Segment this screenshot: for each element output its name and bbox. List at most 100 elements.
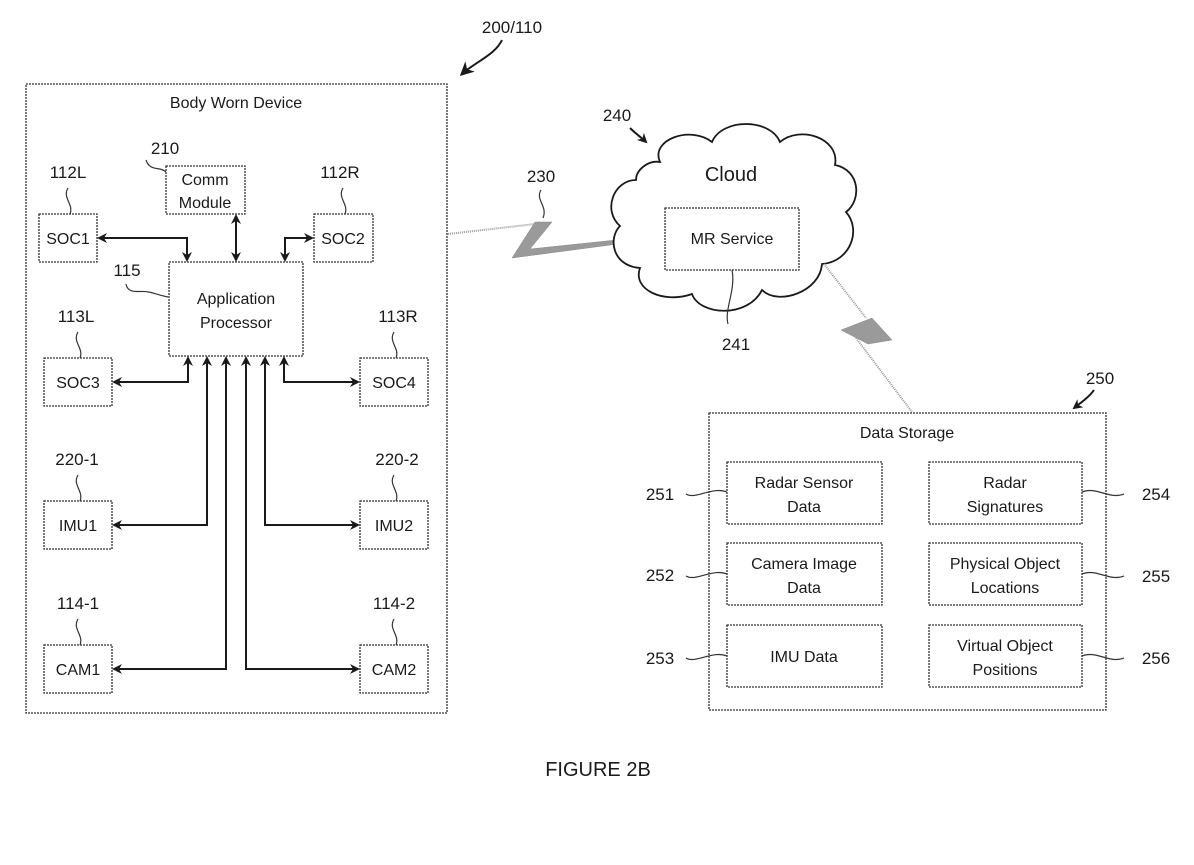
imu1-box bbox=[43, 500, 113, 550]
lightning-bolt-230 bbox=[511, 221, 619, 259]
ref-256: 256 bbox=[1142, 649, 1170, 668]
lead-252 bbox=[685, 572, 728, 578]
virtual-object-positions-line2: Positions bbox=[973, 662, 1038, 679]
ref-220-1: 220-1 bbox=[55, 450, 98, 469]
wireless-link-cloud-lower bbox=[855, 337, 913, 413]
lead-115 bbox=[125, 283, 169, 298]
radar-signatures-line2: Signatures bbox=[967, 499, 1044, 516]
radar-signatures-line1: Radar bbox=[983, 475, 1027, 492]
soc1-box bbox=[38, 213, 98, 263]
lead-112L bbox=[65, 187, 72, 215]
application-processor-box bbox=[168, 261, 304, 357]
lead-251 bbox=[685, 490, 728, 496]
soc2-box bbox=[313, 213, 374, 263]
soc3-label: SOC3 bbox=[56, 375, 100, 392]
imu1-label: IMU1 bbox=[59, 518, 97, 535]
radar-sensor-data-box bbox=[726, 461, 883, 525]
soc4-box bbox=[359, 357, 429, 407]
radar-sensor-data-line1: Radar Sensor bbox=[755, 475, 854, 492]
camera-image-data-line2: Data bbox=[787, 580, 821, 597]
comm-module-line1: Comm bbox=[181, 172, 228, 189]
application-processor-line1: Application bbox=[197, 291, 275, 308]
storage-item-256: Virtual Object Positions 256 bbox=[928, 624, 1170, 688]
soc1-label: SOC1 bbox=[46, 231, 90, 248]
physical-object-locations-line2: Locations bbox=[971, 580, 1040, 597]
cam1-box bbox=[43, 644, 113, 694]
mr-service-label: MR Service bbox=[691, 231, 774, 248]
wire-soc4-ap bbox=[279, 356, 300, 383]
storage-item-254: Radar Signatures 254 bbox=[928, 461, 1170, 525]
lead-220-1 bbox=[75, 474, 82, 502]
lead-210 bbox=[145, 159, 167, 173]
wire-soc2-ap bbox=[280, 237, 300, 262]
lead-254 bbox=[1081, 490, 1125, 496]
ref-254: 254 bbox=[1142, 485, 1170, 504]
storage-item-252: 252 Camera Image Data bbox=[646, 542, 883, 606]
mr-service-box bbox=[664, 207, 800, 271]
lead-113R bbox=[391, 331, 398, 359]
virtual-object-positions-line1: Virtual Object bbox=[957, 638, 1053, 655]
lead-256 bbox=[1081, 654, 1125, 660]
ref-112L: 112L bbox=[50, 163, 87, 182]
cloud-title: Cloud bbox=[705, 164, 757, 186]
radar-signatures-box bbox=[928, 461, 1083, 525]
ref-241: 241 bbox=[722, 335, 750, 354]
virtual-object-positions-box bbox=[928, 624, 1083, 688]
soc2-label: SOC2 bbox=[321, 231, 365, 248]
camera-image-data-line1: Camera Image bbox=[751, 556, 857, 573]
cam1-label: CAM1 bbox=[56, 662, 101, 679]
lead-241 bbox=[726, 269, 734, 325]
ref-115: 115 bbox=[113, 261, 140, 280]
cam2-box bbox=[359, 644, 429, 694]
physical-object-locations-line1: Physical Object bbox=[950, 556, 1061, 573]
imu-data-label: IMU Data bbox=[770, 649, 838, 666]
ref-arrow-250 bbox=[1072, 389, 1095, 410]
ref-arrow-240 bbox=[629, 127, 648, 144]
storage-item-251: 251 Radar Sensor Data bbox=[646, 461, 883, 525]
ref-arrow-200 bbox=[459, 39, 503, 77]
radar-sensor-data-line2: Data bbox=[787, 499, 821, 516]
body-worn-device-title: Body Worn Device bbox=[170, 95, 302, 112]
ref-255: 255 bbox=[1142, 567, 1170, 586]
ref-114-2: 114-2 bbox=[373, 594, 415, 613]
lead-113L bbox=[75, 331, 82, 359]
wire-cam1-ap bbox=[150, 356, 231, 670]
soc4-label: SOC4 bbox=[372, 375, 416, 392]
cam2-label: CAM2 bbox=[372, 662, 417, 679]
ref-220-2: 220-2 bbox=[375, 450, 418, 469]
ref-112R: 112R bbox=[320, 163, 359, 182]
figure-caption: FIGURE 2B bbox=[545, 759, 651, 781]
lead-112R bbox=[340, 187, 347, 215]
storage-item-255: Physical Object Locations 255 bbox=[928, 542, 1170, 606]
wire-soc3-ap bbox=[140, 356, 193, 383]
ref-240: 240 bbox=[603, 106, 631, 125]
ref-230: 230 bbox=[527, 167, 555, 186]
ref-210: 210 bbox=[151, 139, 179, 158]
lead-114-1 bbox=[75, 618, 82, 646]
ref-250: 250 bbox=[1086, 369, 1114, 388]
ref-252: 252 bbox=[646, 566, 674, 585]
ref-200-110: 200/110 bbox=[482, 18, 542, 37]
lightning-bolt-cloud-storage bbox=[840, 317, 893, 345]
camera-image-data-box bbox=[726, 542, 883, 606]
data-storage-title: Data Storage bbox=[860, 425, 954, 442]
imu2-label: IMU2 bbox=[375, 518, 413, 535]
imu-data-box bbox=[726, 624, 883, 688]
soc3-box bbox=[43, 357, 113, 407]
ref-113L: 113L bbox=[58, 307, 95, 326]
lead-255 bbox=[1081, 572, 1125, 578]
ref-253: 253 bbox=[646, 649, 674, 668]
wireless-link-230-left bbox=[447, 223, 536, 235]
storage-item-253: 253 IMU Data bbox=[646, 624, 883, 688]
lead-114-2 bbox=[391, 618, 398, 646]
comm-module-box bbox=[165, 165, 246, 215]
lead-230 bbox=[538, 189, 545, 219]
application-processor-line2: Processor bbox=[200, 315, 273, 332]
ref-251: 251 bbox=[646, 485, 674, 504]
wireless-link-cloud-upper bbox=[823, 263, 867, 319]
physical-object-locations-box bbox=[928, 542, 1083, 606]
lead-220-2 bbox=[391, 474, 398, 502]
ref-114-1: 114-1 bbox=[57, 594, 99, 613]
ref-113R: 113R bbox=[378, 307, 417, 326]
